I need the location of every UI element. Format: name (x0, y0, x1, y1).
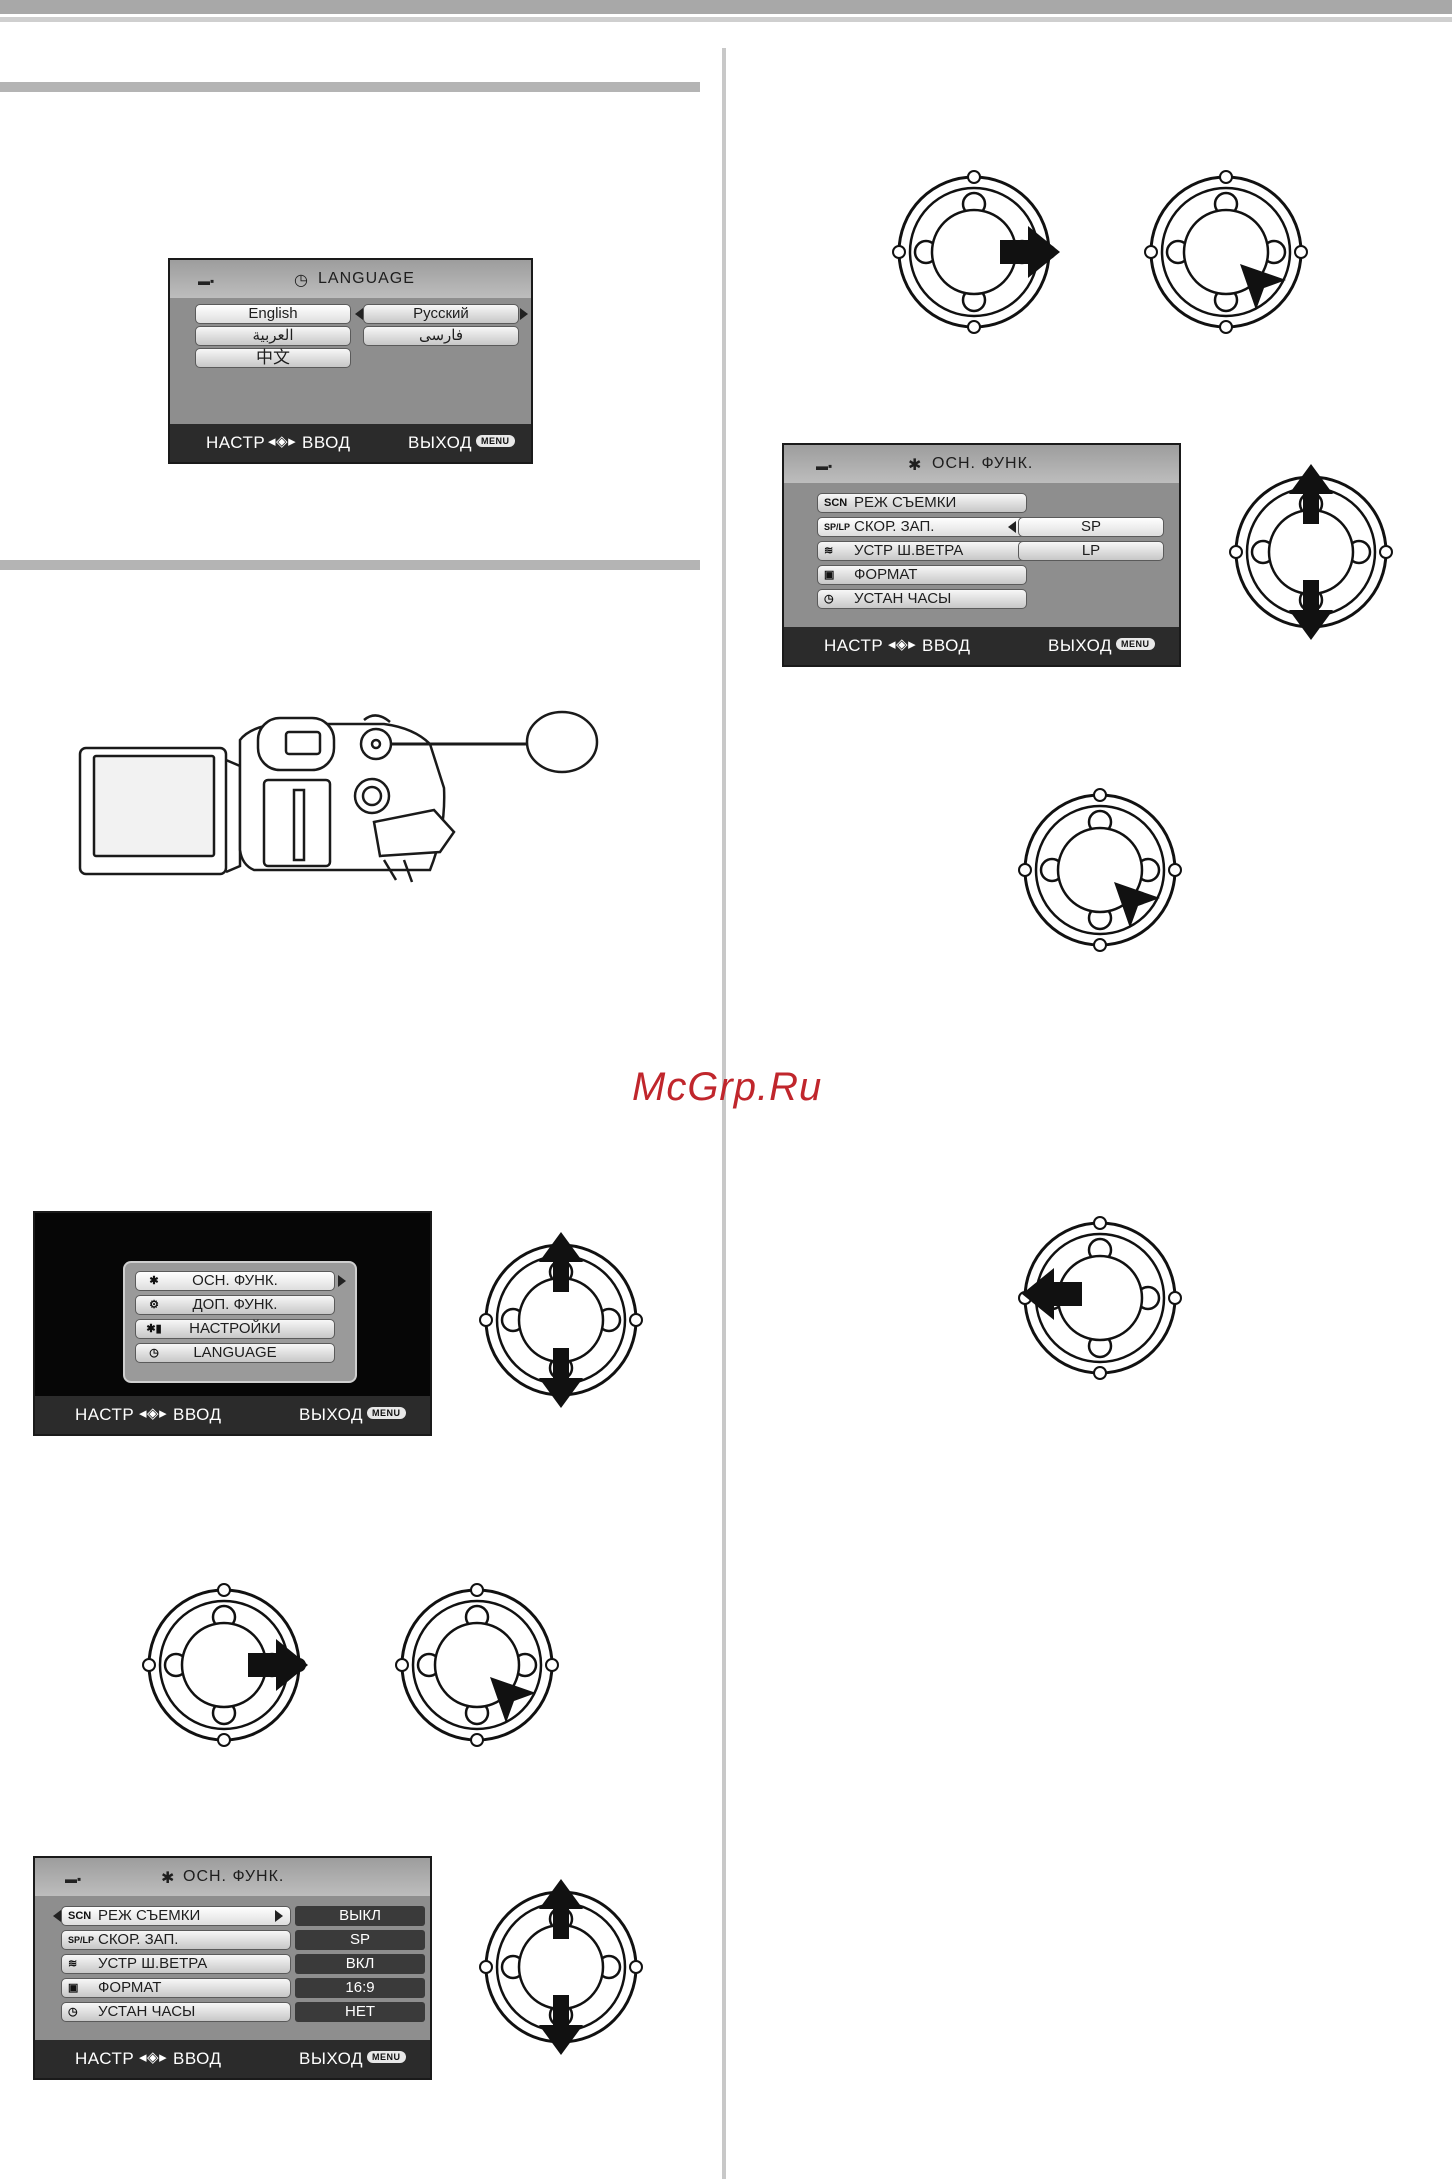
column-divider (722, 48, 726, 2179)
footer-set-label: НАСТР (824, 636, 884, 655)
joystick-small-icon: ◂◈▸ (268, 433, 297, 450)
arrow-left-icon (1008, 521, 1016, 533)
basic-menu-footer: НАСТР ◂◈▸ ВВОД ВЫХОД MENU (35, 2040, 430, 2078)
menu-badge-icon: MENU (367, 2051, 406, 2063)
language-title: LANGUAGE (318, 270, 415, 287)
language-menu-footer: НАСТР ◂◈▸ ВВОД ВЫХОД MENU (170, 424, 531, 462)
basic-row-wind[interactable]: ≋ УСТР Ш.ВЕТРА (61, 1954, 291, 1974)
section-rule-2 (0, 560, 700, 570)
language-icon: ◷ (149, 1347, 159, 1359)
basic-value-speed: SP (295, 1930, 425, 1950)
joystick-small-icon: ◂◈▸ (139, 2049, 168, 2066)
speed-option-sp[interactable]: SP (1018, 517, 1164, 537)
camera-mode-icon: ▬▪ (816, 459, 833, 473)
speed-row-wind[interactable]: ≋ УСТР Ш.ВЕТРА (817, 541, 1027, 561)
basic-menu-screen: ▬▪ ✱ ОСН. ФУНК. SCN РЕЖ СЪЕМКИ ВЫКЛ SP/L… (33, 1856, 432, 2080)
menu-item-advanced[interactable]: ⚙ ДОП. ФУНК. (135, 1295, 335, 1315)
basic-menu-title: ОСН. ФУНК. (183, 1868, 285, 1885)
menu-item-settings[interactable]: ✱▮ НАСТРОЙКИ (135, 1319, 335, 1339)
footer-set-label: НАСТР (75, 2049, 135, 2068)
arrow-right-icon (275, 1910, 283, 1922)
speed-option-lp[interactable]: LP (1018, 541, 1164, 561)
camera-mode-icon: ▬▪ (198, 274, 215, 288)
arrow-right-icon (338, 1275, 346, 1287)
advanced-func-icon: ⚙ (149, 1299, 159, 1311)
footer-enter-label: ВВОД (173, 2049, 222, 2068)
joystick-press-2 (1017, 787, 1183, 953)
lang-option-farsi[interactable]: فارسی (363, 326, 519, 346)
speed-menu-screen: ▬▪ ✱ ОСН. ФУНК. SCN РЕЖ СЪЕМКИ SP/LP СКО… (782, 443, 1181, 667)
joystick-updown-2 (478, 1232, 644, 1408)
footer-set-label: НАСТР (75, 1405, 135, 1424)
menu-item-language[interactable]: ◷ LANGUAGE (135, 1343, 335, 1363)
lang-option-arabic[interactable]: العربية (195, 326, 351, 346)
language-menu-screen: ▬▪ ◷ LANGUAGE English Русский العربية فا… (168, 258, 533, 464)
menu-badge-icon: MENU (1116, 638, 1155, 650)
joystick-press-1 (1143, 169, 1309, 335)
joystick-right-2 (141, 1582, 308, 1748)
arrow-left-icon (53, 1910, 61, 1922)
joystick-small-icon: ◂◈▸ (888, 636, 917, 653)
basic-row-clock[interactable]: ◷ УСТАН ЧАСЫ (61, 2002, 291, 2022)
lang-option-english[interactable]: English (195, 304, 351, 324)
speed-row-format[interactable]: ▣ ФОРМАТ (817, 565, 1027, 585)
joystick-press-3 (394, 1582, 560, 1748)
speed-menu-footer: НАСТР ◂◈▸ ВВОД ВЫХОД MENU (784, 627, 1179, 665)
basic-row-speed[interactable]: SP/LP СКОР. ЗАП. (61, 1930, 291, 1950)
lang-option-chinese[interactable]: 中文 (195, 348, 351, 368)
basic-value-clock: НЕТ (295, 2002, 425, 2022)
footer-enter-label: ВВОД (302, 433, 351, 452)
menu-item-basic[interactable]: ✱ ОСН. ФУНК. (135, 1271, 335, 1291)
section-rule-1 (0, 82, 700, 92)
speed-row-clock[interactable]: ◷ УСТАН ЧАСЫ (817, 589, 1027, 609)
basic-func-icon: ✱ (149, 1275, 159, 1287)
joystick-small-icon: ◂◈▸ (139, 1405, 168, 1422)
camcorder-illustration (78, 710, 599, 883)
joystick-right-1 (891, 169, 1060, 335)
menu-badge-icon: MENU (367, 1407, 406, 1419)
footer-enter-label: ВВОД (173, 1405, 222, 1424)
top-header-line (0, 17, 1452, 22)
top-menu-footer: НАСТР ◂◈▸ ВВОД ВЫХОД MENU (35, 1396, 430, 1434)
arrow-left-icon (355, 308, 363, 320)
speed-menu-title: ОСН. ФУНК. (932, 455, 1034, 472)
joystick-updown-1 (1228, 464, 1394, 640)
footer-exit-label: ВЫХОД (299, 2049, 364, 2068)
watermark-text: McGrp.Ru (632, 1065, 823, 1109)
top-menu-screen: ✱ ОСН. ФУНК. ⚙ ДОП. ФУНК. ✱▮ НАСТРОЙКИ ◷… (33, 1211, 432, 1436)
menu-badge-icon: MENU (476, 435, 515, 447)
joystick-updown-3 (478, 1879, 644, 2055)
joystick-left-1 (1017, 1215, 1183, 1381)
basic-value-wind: ВКЛ (295, 1954, 425, 1974)
camera-mode-icon: ▬▪ (65, 1872, 82, 1886)
basic-value-format: 16:9 (295, 1978, 425, 1998)
arrow-right-icon (520, 308, 528, 320)
lang-option-russian[interactable]: Русский (363, 304, 519, 324)
basic-title-icon: ✱ (161, 1870, 176, 1887)
basic-row-format[interactable]: ▣ ФОРМАТ (61, 1978, 291, 1998)
settings-icon: ✱▮ (146, 1323, 162, 1335)
footer-enter-label: ВВОД (922, 636, 971, 655)
top-header-bar (0, 0, 1452, 14)
footer-exit-label: ВЫХОД (408, 433, 473, 452)
footer-exit-label: ВЫХОД (1048, 636, 1113, 655)
basic-value-scene: ВЫКЛ (295, 1906, 425, 1926)
speed-row-speed[interactable]: SP/LP СКОР. ЗАП. (817, 517, 1027, 537)
menu-button-callout (525, 710, 599, 774)
speed-title-icon: ✱ (908, 457, 923, 474)
language-title-icon: ◷ (294, 272, 309, 289)
footer-set-label: НАСТР (206, 433, 266, 452)
speed-row-scene[interactable]: SCN РЕЖ СЪЕМКИ (817, 493, 1027, 513)
basic-row-scene[interactable]: SCN РЕЖ СЪЕМКИ (61, 1906, 291, 1926)
footer-exit-label: ВЫХОД (299, 1405, 364, 1424)
